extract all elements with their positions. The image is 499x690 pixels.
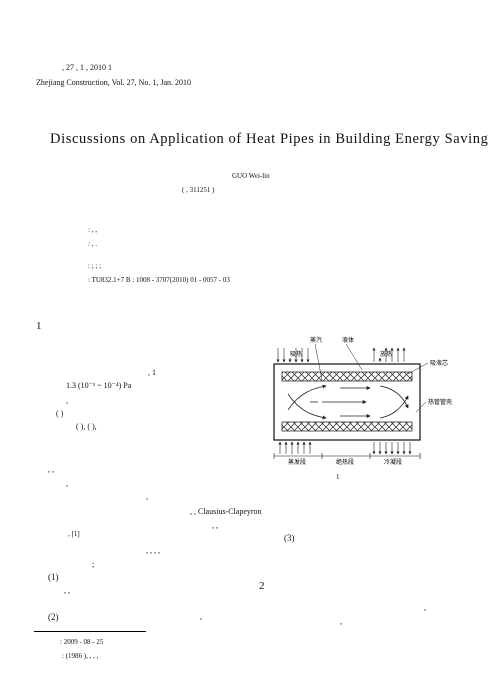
body-text: , <box>66 396 68 405</box>
classification-codes: : TU832.1+7 B : 1008 - 3707(2010) 01 - 0… <box>88 276 230 284</box>
footnote-received-date: : 2009 - 08 - 25 <box>60 638 104 646</box>
label-steam: 蒸汽 <box>310 336 322 344</box>
label-liquid: 液体 <box>342 336 354 344</box>
section-2-heading: 2 <box>259 580 265 592</box>
body-text: , , <box>48 465 54 474</box>
footnote-author-info: : (1986 ), , , , <box>62 652 99 660</box>
list-item-number: (2) <box>48 612 59 622</box>
journal-header-en: Zhejiang Construction, Vol. 27, No. 1, J… <box>36 78 192 87</box>
label-wick: 吸液芯 <box>430 359 448 367</box>
body-text: ( ), ( ), <box>76 422 97 431</box>
body-text: , <box>146 492 148 501</box>
body-text: , <box>200 612 202 621</box>
figure-caption: 1 <box>336 473 340 481</box>
body-text: ; <box>92 560 95 569</box>
body-text: 1.3 (10⁻¹ ~ 10⁻⁴) Pa <box>66 381 132 390</box>
journal-header-cn: , 27 , 1 , 2010 1 <box>62 63 112 72</box>
body-text: , 1 <box>148 368 156 377</box>
keywords: : ; ; ; <box>88 262 102 270</box>
body-text: , , Clausius-Clapeyron <box>190 507 262 516</box>
body-text: ( ) <box>56 409 64 418</box>
abstract-line-1: : , , <box>88 226 97 234</box>
list-item-number: (1) <box>48 572 59 582</box>
abstract-line-2: : , . <box>88 240 97 248</box>
body-text: , , <box>64 586 70 595</box>
label-adiabatic: 绝热段 <box>336 458 354 466</box>
author-affiliation: ( , 311251 ) <box>182 186 215 194</box>
body-text: , <box>66 479 68 488</box>
author-name: GUO Wei-lin <box>232 172 270 180</box>
label-shell: 热管管壳 <box>428 398 452 406</box>
body-text: , <box>340 617 342 626</box>
body-text: , <box>424 603 426 612</box>
heat-pipe-figure: 蒸汽 液体 吸热 放热 吸液芯 热管管壳 <box>270 336 470 466</box>
list-item-number: (3) <box>284 533 295 543</box>
body-text: , , , , <box>146 546 160 555</box>
body-text: , , <box>212 521 218 530</box>
footnote-divider <box>34 631 146 632</box>
body-text: , [1] <box>68 530 80 538</box>
article-title: Discussions on Application of Heat Pipes… <box>50 131 489 147</box>
heat-pipe-diagram: 蒸汽 液体 吸热 放热 吸液芯 热管管壳 <box>273 336 452 466</box>
section-1-heading: 1 <box>36 320 42 332</box>
label-condenser: 冷凝段 <box>384 458 402 466</box>
label-evaporator: 蒸发段 <box>288 458 306 466</box>
